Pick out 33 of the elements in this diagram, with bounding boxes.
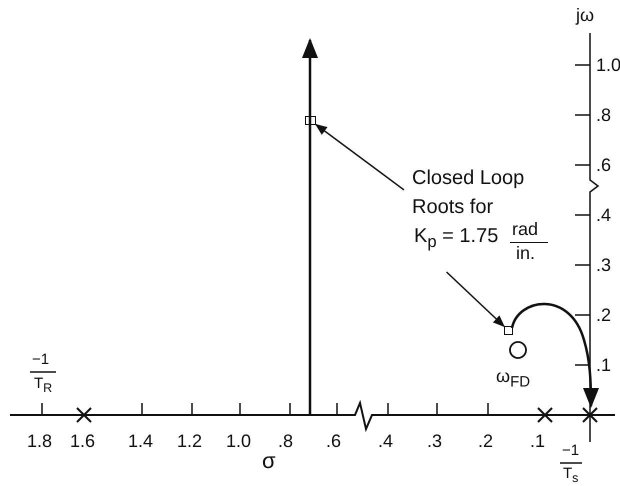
tick-label: .1 [596,356,612,374]
leader-arrow [315,124,404,191]
tick-label: .2 [596,306,612,324]
root-marker [504,326,513,335]
tick-label: 1.0 [226,432,252,450]
tick-label: 1.2 [177,432,202,450]
tick-label: 1.4 [128,432,154,450]
tick-label: 1.8 [27,432,52,450]
tick-label: 1.6 [70,432,96,450]
annotation-text: K$_{p}$ = 1.75 [414,224,498,253]
tick-label: .8 [596,106,612,124]
pole-label: T$_{R}$ [34,376,52,394]
tick-label: .1 [530,432,546,450]
tick-label: 1.0 [596,56,620,74]
pole-label: −1 [32,352,50,367]
pole-label: T$_{s}$ [563,466,578,484]
tick-label: .8 [278,432,294,450]
axis-label: jω [576,6,594,24]
root-marker [305,116,316,125]
zero-label: ω$_{FD}$ [496,367,530,390]
tick-label: .3 [427,432,442,450]
tick-label: .2 [478,432,494,450]
tick-label: .4 [378,432,394,450]
unit-text: rad [512,220,538,240]
tick-label: .3 [596,256,612,274]
pole-label: −1 [562,443,580,458]
annotation-text: Closed Loop Roots for [412,166,526,220]
tick-label: .6 [596,156,612,174]
tick-label: .4 [596,206,612,224]
unit-text: in. [516,244,536,264]
tick-label: .6 [326,432,342,450]
axis-label: σ [262,450,276,472]
leader-arrow [446,271,505,328]
